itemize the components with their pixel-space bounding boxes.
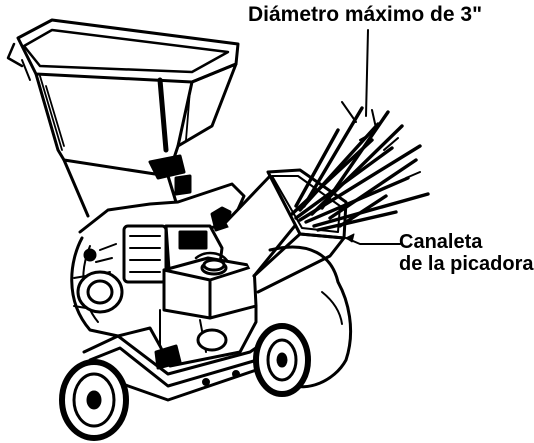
chute-label: Canaleta de la picadora <box>399 231 534 275</box>
collection-bag <box>268 245 353 389</box>
hopper-neck <box>62 154 192 218</box>
pulley <box>73 270 124 314</box>
fuel-tank <box>162 256 258 320</box>
engine-base <box>116 304 258 370</box>
wheel-right <box>253 323 311 397</box>
chute-arrowhead <box>345 233 355 243</box>
branch-bundle-illustration <box>290 101 430 232</box>
wheel-left <box>59 359 129 441</box>
diameter-leader-line <box>365 29 369 117</box>
chute-leader-line <box>345 237 401 245</box>
chute-label-line2: de la picadora <box>399 252 534 275</box>
hopper <box>6 18 240 178</box>
chute-label-line1: Canaleta <box>399 231 483 253</box>
diameter-label: Diámetro máximo de 3" <box>248 3 483 26</box>
